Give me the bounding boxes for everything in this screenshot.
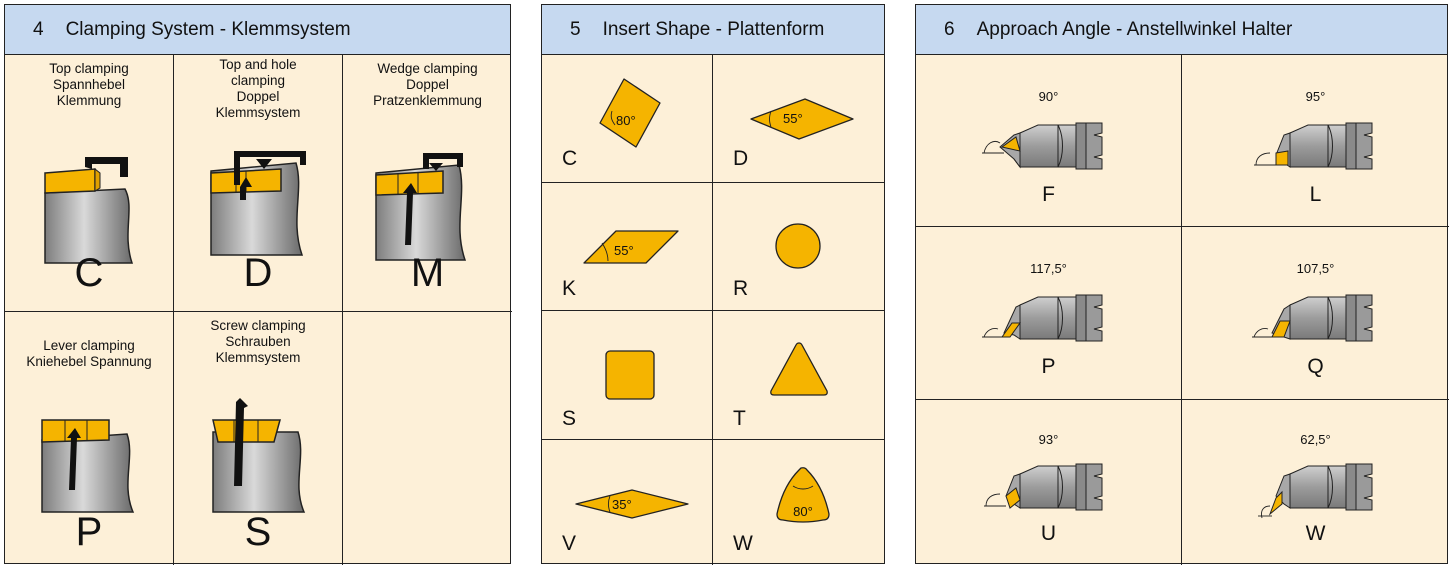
shape-cell-t: T xyxy=(713,311,884,440)
rhombic-55-insert-icon xyxy=(750,98,854,140)
shape-header: 5 Insert Shape - Plattenform xyxy=(542,5,884,55)
shape-cell-r: R xyxy=(713,183,884,311)
wedge-clamp-illustration xyxy=(375,153,467,261)
square-insert-icon xyxy=(605,350,655,400)
holder-l-icon xyxy=(1254,122,1373,170)
approach-code: W xyxy=(1305,522,1326,545)
screw-clamp-illustration xyxy=(212,398,306,513)
shape-code: V xyxy=(562,532,577,555)
top-and-hole-clamp-illustration xyxy=(210,151,306,256)
approach-code: F xyxy=(1042,183,1055,206)
clamping-code: C xyxy=(74,251,104,295)
shape-cell-s: S xyxy=(542,311,713,440)
rhombic-80-insert-icon xyxy=(599,78,661,148)
holder-f-icon xyxy=(982,122,1103,170)
approach-cell-q: 107,5° Q xyxy=(1182,227,1449,400)
approach-cell-p: 117,5° P xyxy=(916,227,1182,400)
rhombic-35-insert-icon xyxy=(575,489,689,519)
shape-angle: 55° xyxy=(783,111,803,126)
approach-angle: 95° xyxy=(1305,89,1326,104)
approach-angle: 90° xyxy=(1038,89,1059,104)
shape-angle: 80° xyxy=(616,113,636,128)
parallelogram-55-insert-icon xyxy=(583,230,679,264)
holder-p-icon xyxy=(982,294,1103,342)
triangular-insert-icon xyxy=(770,342,828,396)
approach-cell-w: 62,5° W xyxy=(1182,400,1449,565)
approach-header: 6 Approach Angle - Anstellwinkel Halter xyxy=(916,5,1447,55)
shape-angle: 35° xyxy=(612,497,632,512)
clamping-panel: 4 Clamping System - Klemmsystem Top clam… xyxy=(4,4,512,565)
top-clamp-illustration xyxy=(44,157,134,264)
approach-number: 6 xyxy=(944,18,955,40)
holder-q-icon xyxy=(1252,294,1373,342)
shape-cell-v: 35° V xyxy=(542,440,713,565)
approach-code: U xyxy=(1040,522,1057,545)
approach-cell-u: 93° U xyxy=(916,400,1182,565)
holder-u-icon xyxy=(984,463,1103,511)
shape-cell-k: 55° K xyxy=(542,183,713,311)
shape-cell-d: 55° D xyxy=(713,55,884,183)
approach-angle: 62,5° xyxy=(1300,432,1331,447)
shape-code: T xyxy=(733,407,746,430)
shape-code: S xyxy=(562,407,577,430)
clamping-empty-cell xyxy=(343,312,512,565)
clamping-number: 4 xyxy=(33,18,44,40)
approach-angle: 93° xyxy=(1038,432,1059,447)
approach-panel: 6 Approach Angle - Anstellwinkel Halter … xyxy=(915,4,1449,565)
trigon-80-insert-icon xyxy=(776,467,830,523)
clamping-code: S xyxy=(244,510,272,554)
approach-code: Q xyxy=(1307,355,1324,378)
shape-cell-w: 80° W xyxy=(713,440,884,565)
shape-code: R xyxy=(733,277,749,300)
shape-code: D xyxy=(733,147,749,170)
shape-angle: 80° xyxy=(793,504,813,519)
shape-code: C xyxy=(562,147,578,170)
shape-cell-c: 80° C xyxy=(542,55,713,183)
approach-code: L xyxy=(1309,183,1322,206)
clamping-header: 4 Clamping System - Klemmsystem xyxy=(5,5,510,55)
shape-code: W xyxy=(733,532,753,555)
approach-cell-f: 90° F xyxy=(916,55,1182,227)
approach-cell-l: 95° L xyxy=(1182,55,1449,227)
clamping-code: M xyxy=(410,251,445,295)
round-insert-icon xyxy=(775,223,821,269)
clamping-code: D xyxy=(243,251,273,295)
clamping-title: Clamping System - Klemmsystem xyxy=(65,18,351,40)
approach-title: Approach Angle - Anstellwinkel Halter xyxy=(976,18,1293,40)
lever-clamp-illustration xyxy=(41,419,135,513)
holder-w-icon xyxy=(1258,463,1373,519)
clamping-code: P xyxy=(75,510,103,554)
shape-code: K xyxy=(562,277,577,300)
shape-panel: 5 Insert Shape - Plattenform 80° C 55° D xyxy=(541,4,885,565)
shape-title: Insert Shape - Plattenform xyxy=(602,18,825,40)
shape-number: 5 xyxy=(570,18,581,40)
approach-code: P xyxy=(1041,355,1056,378)
approach-angle: 107,5° xyxy=(1296,261,1335,276)
shape-angle: 55° xyxy=(614,243,634,258)
approach-angle: 117,5° xyxy=(1030,261,1067,276)
